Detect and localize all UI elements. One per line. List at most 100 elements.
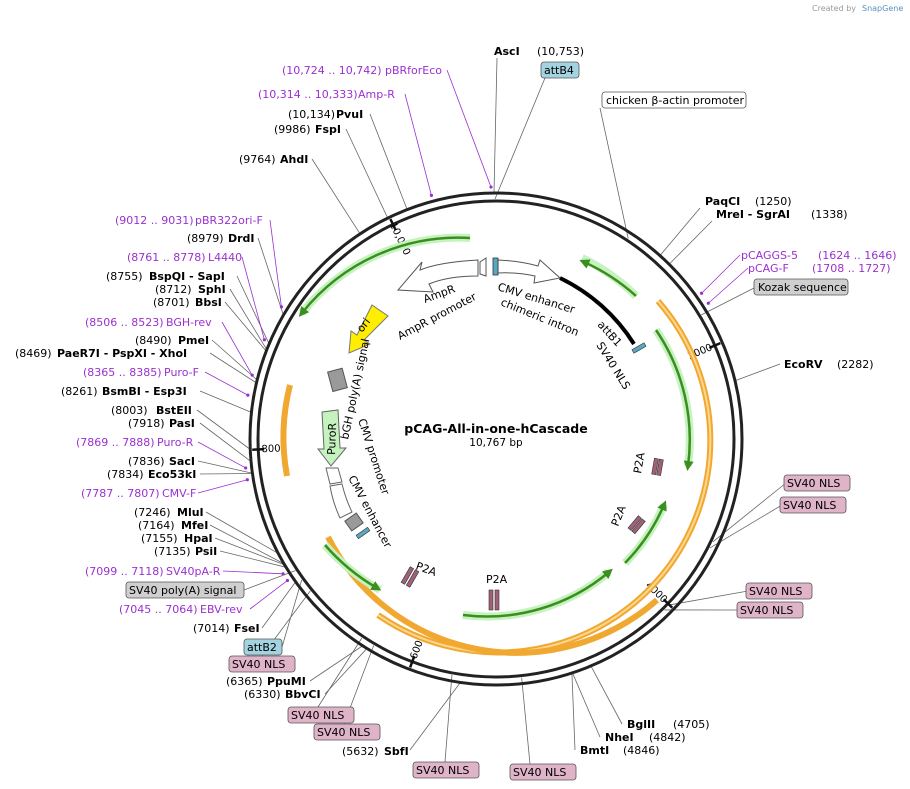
primer-cmvf[interactable]: (7787 .. 7807): [81, 487, 160, 500]
site-eco53ki[interactable]: Eco53kI: [148, 468, 196, 481]
label-sv40nls-3[interactable]: SV40 NLS: [745, 582, 813, 600]
site-drdi[interactable]: DrdI: [228, 232, 255, 245]
label-sv40nls-1[interactable]: SV40 NLS: [783, 474, 851, 492]
primer-pcaggs5[interactable]: (1624 .. 1646): [818, 249, 897, 262]
primer-pbrforeco[interactable]: (10,724 .. 10,742): [282, 64, 382, 77]
site-pvui[interactable]: PvuI: [336, 108, 363, 121]
svg-text:SV40 NLS: SV40 NLS: [232, 658, 285, 671]
label-sv40nls-4[interactable]: SV40 NLS: [736, 601, 804, 619]
label-sv40nls-9[interactable]: SV40 NLS: [228, 655, 296, 673]
primer-pbrforeco-name[interactable]: pBRforEco: [385, 64, 442, 77]
site-bglii[interactable]: BglII: [627, 718, 655, 731]
p2a-block-4: [400, 566, 420, 588]
site-ascI[interactable]: AscI: [494, 45, 520, 58]
label-attb2[interactable]: attB2: [243, 638, 283, 656]
site-paqci[interactable]: PaqCI: [705, 195, 740, 208]
primer-bghrev[interactable]: (8506 .. 8523): [85, 316, 164, 329]
primer-mark: [245, 478, 249, 482]
svg-text:SV40 poly(A) signal: SV40 poly(A) signal: [129, 584, 236, 597]
site-pasi[interactable]: PasI: [169, 417, 195, 430]
primer-mark: [246, 393, 250, 397]
leader-line: [236, 275, 270, 345]
primer-puror[interactable]: (7869 .. 7888): [76, 436, 155, 449]
primer-ampr[interactable]: (10,314 .. 10,333): [258, 88, 358, 101]
primer-sv40par-name[interactable]: SV40pA-R: [166, 565, 221, 578]
site-fsei-pos: (7014): [193, 622, 230, 635]
site-mlui[interactable]: MluI: [177, 506, 204, 519]
green-arc-right-1: [654, 329, 694, 471]
site-paqci-pos: (1250): [755, 195, 792, 208]
site-bmti[interactable]: BmtI: [580, 744, 609, 757]
leader-line: [409, 682, 461, 751]
primer-sv40par[interactable]: (7099 .. 7118): [85, 565, 164, 578]
primer-bghrev-name[interactable]: BGH-rev: [166, 316, 212, 329]
site-pasi-pos: (7918): [128, 417, 165, 430]
site-bspqi[interactable]: BspQI - SapI: [149, 270, 225, 283]
primer-cmvf-name[interactable]: CMV-F: [162, 487, 196, 500]
label-sv40nls-5[interactable]: SV40 NLS: [509, 763, 577, 781]
primer-pcagf[interactable]: (1708 .. 1727): [812, 262, 891, 275]
leader-line: [493, 57, 498, 194]
site-mfei[interactable]: MfeI: [181, 519, 208, 532]
site-nhei[interactable]: NheI: [605, 731, 634, 744]
site-bsteii[interactable]: BstEII: [156, 404, 192, 417]
site-bbvci-pos: (6330): [244, 688, 281, 701]
site-bbsi[interactable]: BbsI: [195, 296, 222, 309]
leader-line: [241, 256, 265, 340]
svg-text:SV40 NLS: SV40 NLS: [513, 766, 566, 779]
primer-ebvrev[interactable]: (7045 .. 7064): [119, 603, 198, 616]
site-mrei[interactable]: MreI - SgrAI: [716, 208, 790, 221]
site-ahdi[interactable]: AhdI: [280, 153, 308, 166]
puror-arrow: [316, 409, 348, 467]
leader-line: [224, 301, 267, 352]
site-ecorv[interactable]: EcoRV: [784, 358, 823, 371]
site-ppumi[interactable]: PpuMI: [267, 675, 306, 688]
primer-mark: [262, 338, 266, 342]
bgh-polya-box: [327, 367, 348, 393]
label-chicken-b-actin[interactable]: chicken β-actin promoter: [601, 91, 747, 109]
site-psii[interactable]: PsiI: [195, 545, 217, 558]
label-sv40nls-8[interactable]: SV40 NLS: [287, 706, 355, 724]
svg-text:Kozak sequence: Kozak sequence: [758, 281, 847, 294]
label-kozak[interactable]: Kozak sequence: [753, 278, 849, 296]
primer-pcaggs5-name[interactable]: pCAGGS-5: [741, 249, 798, 262]
site-fspi[interactable]: FspI: [315, 123, 341, 136]
primer-ebvrev-name[interactable]: EBV-rev: [200, 603, 243, 616]
inner-features: [316, 257, 664, 611]
site-sbfi[interactable]: SbfI: [384, 745, 409, 758]
leader-line: [345, 128, 389, 219]
site-sphi[interactable]: SphI: [198, 283, 226, 296]
att-marker-attb1: [631, 342, 647, 354]
label-sv40-polya[interactable]: SV40 poly(A) signal: [125, 581, 245, 599]
primer-pbr322ori-name[interactable]: pBR322ori-F: [195, 214, 263, 227]
leader-line: [701, 286, 757, 316]
primer-purof[interactable]: (8365 .. 8385): [83, 366, 162, 379]
primer-purof-name[interactable]: Puro-F: [164, 366, 199, 379]
primer-l4440-name[interactable]: L4440: [208, 251, 242, 264]
brand-text: SnapGene: [862, 4, 903, 13]
label-sv40nls-7[interactable]: SV40 NLS: [313, 723, 381, 741]
leader-line: [219, 550, 287, 568]
label-sv40nls-2[interactable]: SV40 NLS: [779, 496, 847, 514]
ori-arrow: [348, 304, 389, 354]
site-paer7i[interactable]: PaeR7I - PspXI - XhoI: [57, 347, 187, 360]
site-ascI-pos: (10,753): [537, 45, 584, 58]
primer-puror-name[interactable]: Puro-R: [157, 436, 194, 449]
label-attb4[interactable]: attB4: [540, 61, 580, 79]
primer-pbr322ori[interactable]: (9012 .. 9031): [115, 214, 194, 227]
leader-line: [221, 321, 253, 376]
primer-mark: [706, 301, 710, 305]
primer-ampr-name[interactable]: Amp-R: [358, 88, 395, 101]
leader-line: [659, 207, 701, 256]
site-hpai[interactable]: HpaI: [184, 532, 213, 545]
label-sv40nls-6[interactable]: SV40 NLS: [412, 761, 480, 779]
tick-mark: [252, 447, 265, 451]
leader-line: [281, 579, 303, 648]
site-pmei[interactable]: PmeI: [178, 334, 209, 347]
site-fsei[interactable]: FseI: [234, 622, 260, 635]
site-bbvci[interactable]: BbvCI: [285, 688, 321, 701]
primer-l4440[interactable]: (8761 .. 8778): [127, 251, 206, 264]
primer-pcagf-name[interactable]: pCAG-F: [748, 262, 789, 275]
site-saci[interactable]: SacI: [169, 455, 195, 468]
site-bsmbi[interactable]: BsmBI - Esp3I: [102, 385, 187, 398]
